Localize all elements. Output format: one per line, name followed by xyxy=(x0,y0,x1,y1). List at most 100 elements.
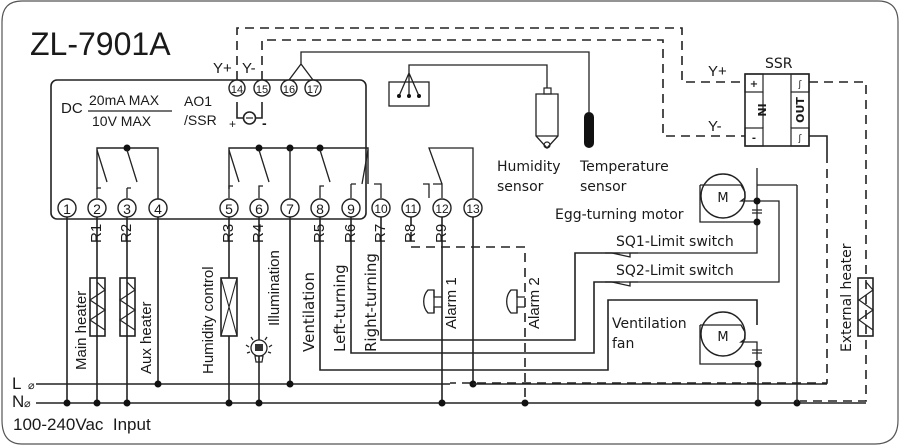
main-heater-coil xyxy=(88,281,107,331)
terminal-12: 12 xyxy=(435,202,449,216)
terminal-3: 3 xyxy=(123,201,131,217)
ssr-module xyxy=(744,73,810,147)
ventilation-fan-label-1: Ventilation xyxy=(612,316,687,332)
temp-sensor-wire xyxy=(288,51,590,112)
ssr-y-minus-wire xyxy=(261,39,745,137)
terminal-13: 13 xyxy=(466,202,480,216)
humidity-sensor-label-1: Humidity xyxy=(497,159,560,175)
ssr-y-plus-label: Y+ xyxy=(708,63,727,80)
junction-dots xyxy=(63,380,801,407)
l-label: L xyxy=(12,374,21,393)
alarm1-buzzer-icon xyxy=(423,289,442,314)
dc-label: DC xyxy=(61,100,83,117)
ao-output-wire xyxy=(236,102,263,119)
alarm2-label: Alarm 2 xyxy=(526,277,543,329)
egg-turning-motor-icon xyxy=(620,168,780,283)
illumination-bulb-icon xyxy=(245,336,273,363)
ssr-out-wire-1 xyxy=(800,81,867,402)
ao1-label: AO1 xyxy=(184,93,212,109)
relay-r1: R1 xyxy=(88,224,105,243)
main-heater-icon xyxy=(89,277,106,337)
terminal-2: 2 xyxy=(93,201,101,217)
humidity-sensor-icon xyxy=(535,87,559,149)
ao-plus: + xyxy=(229,117,236,131)
temperature-sensor-icon xyxy=(584,112,594,148)
aux-heater-coil xyxy=(118,281,137,331)
alarm1-label: Alarm 1 xyxy=(443,277,460,329)
ventilation-fan-icon xyxy=(699,311,762,403)
terminal-15: 15 xyxy=(256,84,268,96)
humidity-control-cross xyxy=(220,277,238,337)
relay-r7: R7 xyxy=(372,224,389,243)
ssr-title: SSR xyxy=(765,56,793,72)
n-label: N xyxy=(12,392,24,411)
ssr-out-label: OUT xyxy=(794,97,807,123)
sq2-label: SQ2-Limit switch xyxy=(616,263,734,279)
ao-source-icon xyxy=(242,111,257,125)
y-minus-label: Y- xyxy=(242,60,256,77)
bottom-terminals: 1 2 3 4 5 6 7 8 9 10 11 12 13 xyxy=(57,198,483,218)
egg-turning-motor-label: Egg-turning motor xyxy=(555,207,684,223)
ao-minus: - xyxy=(262,115,267,131)
aux-heater-label: Aux heater xyxy=(138,301,155,374)
terminal-1: 1 xyxy=(63,201,71,217)
n-symbol: ⌀ xyxy=(24,398,31,410)
ssr-label: /SSR xyxy=(184,112,217,128)
relay-r4: R4 xyxy=(250,224,267,243)
spec-current: 20mA MAX xyxy=(89,92,160,108)
relay-r8: R8 xyxy=(402,224,419,243)
alarm2-buzzer-icon xyxy=(506,289,525,314)
ssr-in-label: IN xyxy=(755,103,768,116)
ssr-in-plus: + xyxy=(750,79,758,90)
ventilation-fan-label-2: fan xyxy=(612,336,634,352)
ssr-y-minus-label: Y- xyxy=(708,118,722,135)
y-plus-label: Y+ xyxy=(213,60,232,77)
relay-labels: R1 R2 R3 R4 R5 R6 R7 R8 R9 xyxy=(88,224,450,243)
terminal-11: 11 xyxy=(405,202,418,216)
load-labels: Main heater Aux heater Humidity control … xyxy=(73,250,543,374)
sq1-label: SQ1-Limit switch xyxy=(616,234,734,250)
main-heater-label: Main heater xyxy=(73,291,90,370)
humidity-control-label: Humidity control xyxy=(200,266,217,374)
sq2-limit-switch-icon xyxy=(605,281,638,287)
terminal-6: 6 xyxy=(255,201,263,217)
temperature-sensor-label-1: Temperature xyxy=(579,159,669,175)
relay-r2: R2 xyxy=(118,224,135,243)
terminal-17: 17 xyxy=(307,84,319,96)
terminal-9: 9 xyxy=(347,201,355,217)
left-turning-label: Left-turning xyxy=(331,264,349,352)
ssr-out-wire-2-dash xyxy=(450,154,828,384)
terminal-8: 8 xyxy=(316,201,324,217)
terminal-16: 16 xyxy=(283,84,295,96)
aux-heater-icon xyxy=(119,277,136,337)
temperature-sensor-label-2: sensor xyxy=(580,179,627,195)
relay-r9: R9 xyxy=(433,224,450,243)
ventilation-label: Ventilation xyxy=(300,272,318,352)
ssr-y-plus-wire xyxy=(236,27,745,83)
relay-r5: R5 xyxy=(311,224,328,243)
egg-turning-motor-M: M xyxy=(717,191,728,206)
relay-r6: R6 xyxy=(342,224,359,243)
humidity-sensor-label-2: sensor xyxy=(497,179,544,195)
ssr-in-minus: - xyxy=(752,133,756,144)
external-heater-icon xyxy=(857,277,874,337)
external-heater-coil xyxy=(857,281,875,331)
humidity-connector-pins xyxy=(398,64,548,97)
ssr-out-terminal-2: ʃ xyxy=(797,134,802,144)
controller-box xyxy=(50,79,367,220)
l-symbol: ⌀ xyxy=(28,380,35,392)
ssr-out-terminal-1: ʃ xyxy=(797,80,802,90)
sq1-limit-switch-icon xyxy=(605,252,638,258)
terminal-5: 5 xyxy=(225,201,233,217)
terminal-14: 14 xyxy=(231,84,243,96)
illumination-label: Illumination xyxy=(266,250,283,326)
top-terminals: 14 15 16 17 xyxy=(228,79,322,97)
external-heater-label: External heater xyxy=(839,243,855,352)
terminal-10: 10 xyxy=(374,202,388,216)
model-title: ZL-7901A xyxy=(30,26,171,62)
ventilation-fan-M: M xyxy=(717,330,728,345)
right-turning-label: Right-turning xyxy=(362,253,380,352)
relay-contacts xyxy=(96,144,474,210)
